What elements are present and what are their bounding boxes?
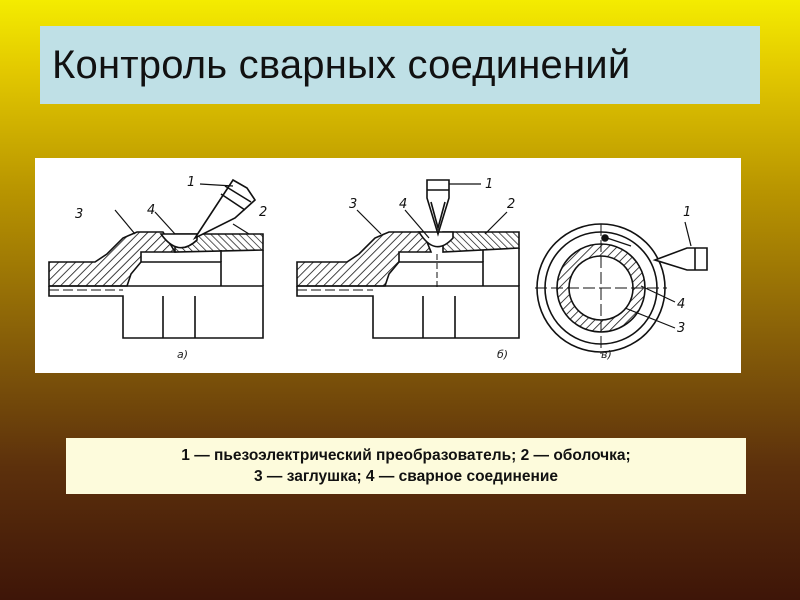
panel-b-transducer xyxy=(426,179,450,237)
page-title: Контроль сварных соединений xyxy=(52,42,631,87)
panel-a-label-2: 2 xyxy=(259,205,267,220)
legend-caption: 1 — пьезоэлектрический преобразователь; … xyxy=(66,438,746,494)
panel-c xyxy=(535,221,708,354)
panel-b xyxy=(296,179,520,339)
title-box: Контроль сварных соединений xyxy=(40,26,760,104)
panel-b-plug xyxy=(296,231,433,287)
panel-a-label-1: 1 xyxy=(187,175,195,190)
weld-diagram-figure: 3 4 2 1 а) 3 4 2 1 б) xyxy=(35,158,741,373)
panel-b-label-3: 3 xyxy=(349,197,357,212)
panel-b-label-4: 4 xyxy=(399,197,407,212)
panel-c-sublabel: в) xyxy=(601,348,612,361)
weld-diagram-svg: 3 4 2 1 а) 3 4 2 1 б) xyxy=(48,175,708,361)
panel-a-label-4: 4 xyxy=(147,203,155,218)
panel-a-label-3: 3 xyxy=(75,207,83,222)
panel-b-sublabel: б) xyxy=(497,348,508,361)
panel-a xyxy=(48,178,264,339)
panel-a-plug xyxy=(48,231,177,287)
panel-c-label-4: 4 xyxy=(677,297,685,312)
caption-line-2: 3 — заглушка; 4 — сварное соединение xyxy=(253,468,559,485)
panel-a-weld xyxy=(159,233,198,249)
panel-c-label-3: 3 xyxy=(677,321,685,336)
panel-b-label-2: 2 xyxy=(507,197,515,212)
panel-b-label-1: 1 xyxy=(485,177,493,192)
panel-c-label-1: 1 xyxy=(683,205,691,220)
panel-a-transducer xyxy=(192,178,257,241)
panel-b-shell xyxy=(442,231,520,253)
panel-c-transducer xyxy=(652,247,708,271)
panel-c-hatched-ring xyxy=(556,243,646,333)
panel-a-sublabel: а) xyxy=(177,348,188,361)
caption-line-1: 1 — пьезоэлектрический преобразователь; … xyxy=(181,447,631,464)
